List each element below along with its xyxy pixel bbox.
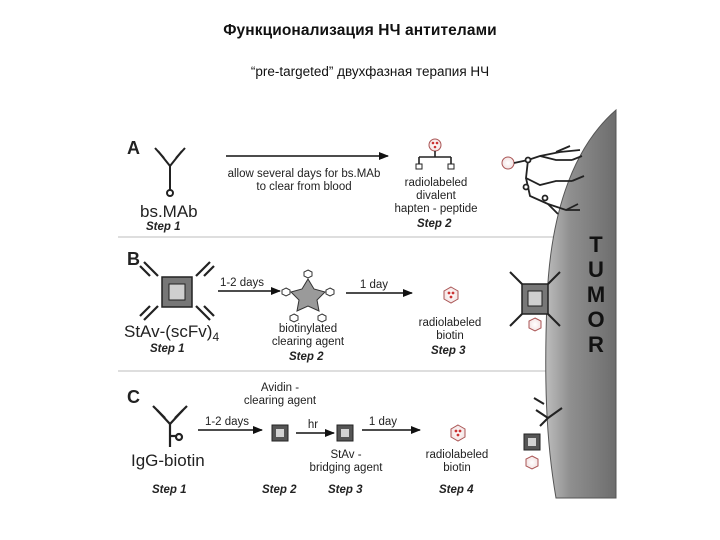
clearing-label: clearing agent bbox=[272, 336, 345, 348]
page-subtitle: “pre-targeted” двухфазная терапия НЧ bbox=[250, 64, 490, 79]
arrow-label: 1-2 days bbox=[205, 416, 249, 428]
product-label: hapten - peptide bbox=[394, 203, 477, 215]
tumor-letter: M bbox=[587, 282, 605, 307]
agent-label: bs.MAb bbox=[140, 202, 198, 221]
arrow-label: to clear from blood bbox=[256, 181, 351, 193]
tumor-bound-stav-icon bbox=[509, 271, 561, 332]
tumor-letter: O bbox=[587, 307, 604, 332]
arrow-label: 1-2 days bbox=[220, 277, 264, 289]
product-label: biotin bbox=[443, 462, 471, 474]
radiolabeled-biotin-icon bbox=[443, 286, 459, 304]
stav-square-icon bbox=[336, 424, 354, 442]
arrow-label: hr bbox=[308, 419, 318, 431]
arrow-label: 1 day bbox=[360, 279, 388, 291]
agent-label: IgG-biotin bbox=[131, 451, 205, 470]
divalent-hapten-icon bbox=[415, 138, 455, 170]
page-title: Функционализация НЧ антителами bbox=[223, 22, 497, 39]
tumor-bound-complex-icon bbox=[501, 145, 585, 215]
panel-letter: B bbox=[127, 249, 140, 269]
avidin-label: clearing agent bbox=[244, 395, 317, 407]
radiolabeled-biotin-icon bbox=[450, 424, 466, 442]
step-label: Step 1 bbox=[152, 484, 187, 496]
step-label: Step 3 bbox=[328, 484, 363, 496]
igg-antibody-icon bbox=[152, 405, 188, 447]
stav-label: StAv - bbox=[330, 449, 361, 461]
step-label: Step 4 bbox=[439, 484, 474, 496]
step-label: Step 1 bbox=[146, 221, 181, 233]
agent-label: StAv-(scFv)4 bbox=[124, 322, 219, 344]
tumor-bound-igg-icon bbox=[523, 397, 563, 470]
panel-b: B StAv-(scFv)4 Step 1 1-2 days bbox=[124, 249, 561, 363]
product-label: radiolabeled bbox=[419, 317, 482, 329]
avidin-label: Avidin - bbox=[261, 382, 299, 394]
product-label: radiolabeled bbox=[405, 177, 468, 189]
step-label: Step 1 bbox=[150, 343, 185, 355]
step-label: Step 2 bbox=[262, 484, 297, 496]
stav-label: bridging agent bbox=[310, 462, 384, 474]
tumor-letter: U bbox=[588, 257, 604, 282]
tumor-letter: R bbox=[588, 332, 604, 357]
clearing-label: biotinylated bbox=[279, 323, 337, 335]
panel-letter: C bbox=[127, 387, 140, 407]
arrow-label: allow several days for bs.MAb bbox=[228, 168, 381, 180]
panel-c: C IgG-biotin Step 1 1-2 days Avidin - cl… bbox=[127, 382, 563, 496]
bsmab-antibody-icon bbox=[154, 147, 186, 197]
avidin-square-icon bbox=[271, 424, 289, 442]
product-label: biotin bbox=[436, 330, 464, 342]
tumor-label: T U M O R bbox=[587, 232, 605, 357]
step-label: Step 2 bbox=[417, 218, 452, 230]
arrow-label: 1 day bbox=[369, 416, 397, 428]
panel-a: A bs.MAb Step 1 allow several days for b… bbox=[127, 138, 585, 233]
product-label: radiolabeled bbox=[426, 449, 489, 461]
step-label: Step 2 bbox=[289, 351, 324, 363]
panel-letter: A bbox=[127, 138, 140, 158]
clearing-agent-star-icon bbox=[281, 269, 335, 323]
stav-scfv4-icon bbox=[139, 261, 215, 321]
step-label: Step 3 bbox=[431, 345, 466, 357]
tumor-letter: T bbox=[589, 232, 603, 257]
tumor-cell bbox=[545, 108, 617, 499]
product-label: divalent bbox=[416, 190, 456, 202]
